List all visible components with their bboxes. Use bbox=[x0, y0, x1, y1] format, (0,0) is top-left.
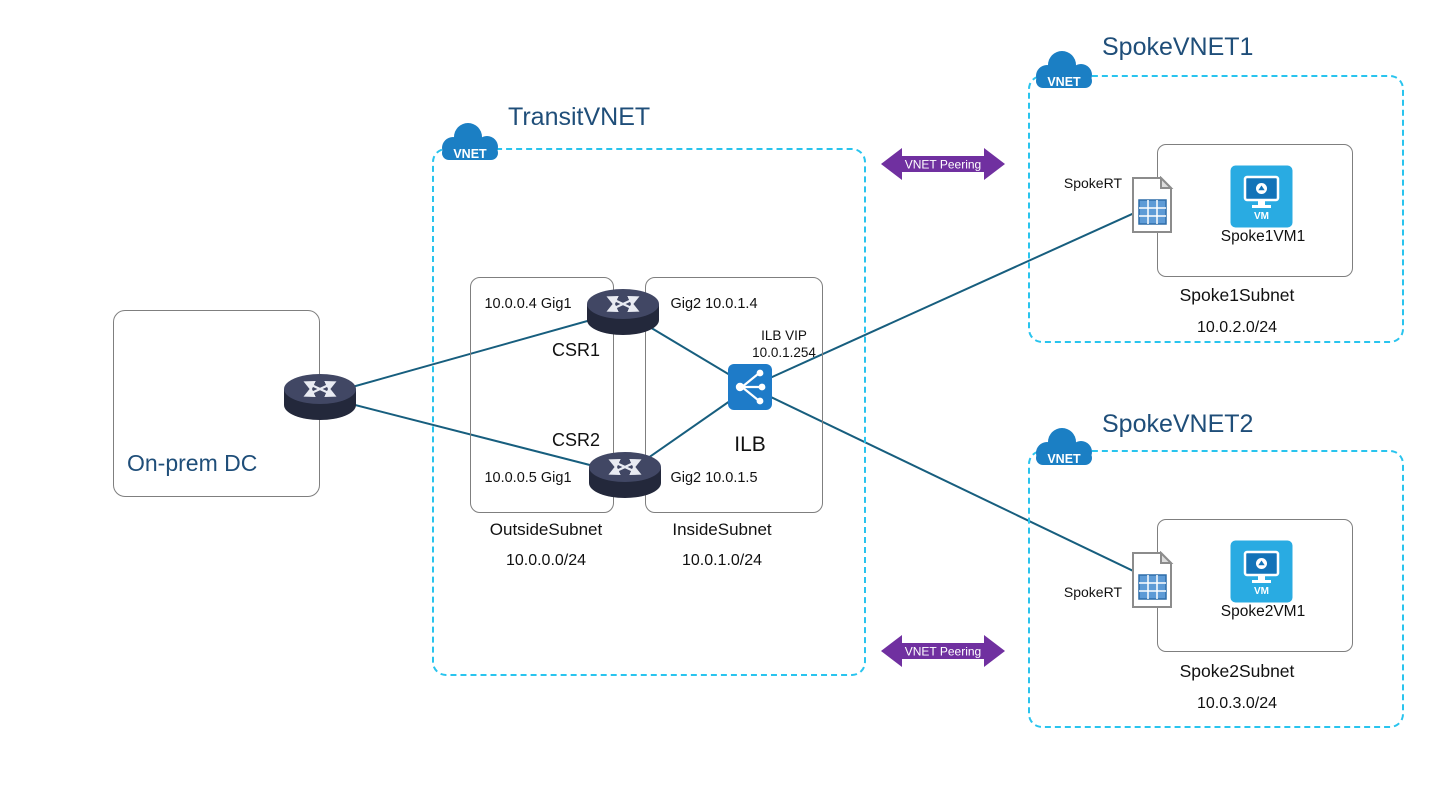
spoke1-route-table-icon bbox=[1132, 176, 1174, 233]
spoke2-vnet-badge: VNET bbox=[1047, 452, 1081, 466]
spoke2-vnet-box bbox=[1028, 450, 1404, 728]
spoke2-vm-label: Spoke2VM1 bbox=[1220, 603, 1306, 620]
onprem-dc-label: On-prem DC bbox=[127, 450, 258, 476]
csr1-inside-interface: Gig2 10.0.1.4 bbox=[670, 296, 758, 312]
vnet-peering-label-1: VNET Peering bbox=[905, 158, 981, 172]
csr2-label: CSR2 bbox=[551, 430, 601, 450]
spoke1-cloud-icon: VNET bbox=[1036, 51, 1092, 89]
outside-subnet-cidr: 10.0.0.0/24 bbox=[505, 552, 587, 569]
csr1-label: CSR1 bbox=[551, 340, 601, 360]
csr2-outside-interface: 10.0.0.5 Gig1 bbox=[484, 470, 572, 486]
outside-subnet-name: OutsideSubnet bbox=[489, 520, 603, 539]
spoke1-subnet-cidr: 10.0.2.0/24 bbox=[1196, 319, 1278, 336]
spoke2-vm-badge: VM bbox=[1254, 586, 1269, 597]
spoke1-vnet-badge: VNET bbox=[1047, 75, 1081, 89]
spoke2-vm-icon: VM bbox=[1230, 540, 1293, 603]
vnet-peering-arrow-2: VNET Peering bbox=[881, 635, 1005, 667]
transit-vnet-badge: VNET bbox=[453, 147, 487, 161]
ilb-vip-label: ILB VIP 10.0.1.254 bbox=[752, 327, 816, 361]
spoke2-cloud-icon: VNET bbox=[1036, 428, 1092, 466]
spoke2-title: SpokeVNET2 bbox=[1102, 410, 1254, 438]
vnet-peering-arrow-1: VNET Peering bbox=[881, 148, 1005, 180]
csr1-outside-interface: 10.0.0.4 Gig1 bbox=[484, 296, 572, 312]
spoke2-subnet-cidr: 10.0.3.0/24 bbox=[1196, 695, 1278, 712]
csr1-router-icon bbox=[585, 285, 661, 337]
spoke1-vm-badge: VM bbox=[1254, 211, 1269, 222]
transit-vnet-title: TransitVNET bbox=[508, 103, 651, 131]
spoke1-route-table-label: SpokeRT bbox=[1063, 175, 1122, 191]
onprem-router-icon bbox=[282, 370, 358, 422]
spoke1-vm-label: Spoke1VM1 bbox=[1220, 228, 1306, 245]
spoke1-title: SpokeVNET1 bbox=[1102, 33, 1254, 61]
csr2-router-icon bbox=[587, 448, 663, 500]
ilb-vip-text: ILB VIP bbox=[761, 328, 807, 343]
spoke2-route-table-icon bbox=[1132, 551, 1174, 608]
spoke1-vm-icon: VM bbox=[1230, 165, 1293, 228]
ilb-icon bbox=[728, 364, 772, 410]
inside-subnet-name: InsideSubnet bbox=[672, 520, 772, 539]
spoke1-subnet-name: Spoke1Subnet bbox=[1179, 285, 1295, 305]
csr2-inside-interface: Gig2 10.0.1.5 bbox=[670, 470, 758, 486]
inside-subnet-cidr: 10.0.1.0/24 bbox=[681, 552, 763, 569]
ilb-vip-address: 10.0.1.254 bbox=[752, 345, 816, 360]
spoke2-route-table-label: SpokeRT bbox=[1063, 584, 1122, 600]
spoke2-subnet-name: Spoke2Subnet bbox=[1179, 661, 1295, 681]
vnet-peering-label-2: VNET Peering bbox=[905, 645, 981, 659]
ilb-label: ILB bbox=[734, 433, 766, 456]
transit-vnet-cloud-icon: VNET bbox=[442, 123, 498, 161]
